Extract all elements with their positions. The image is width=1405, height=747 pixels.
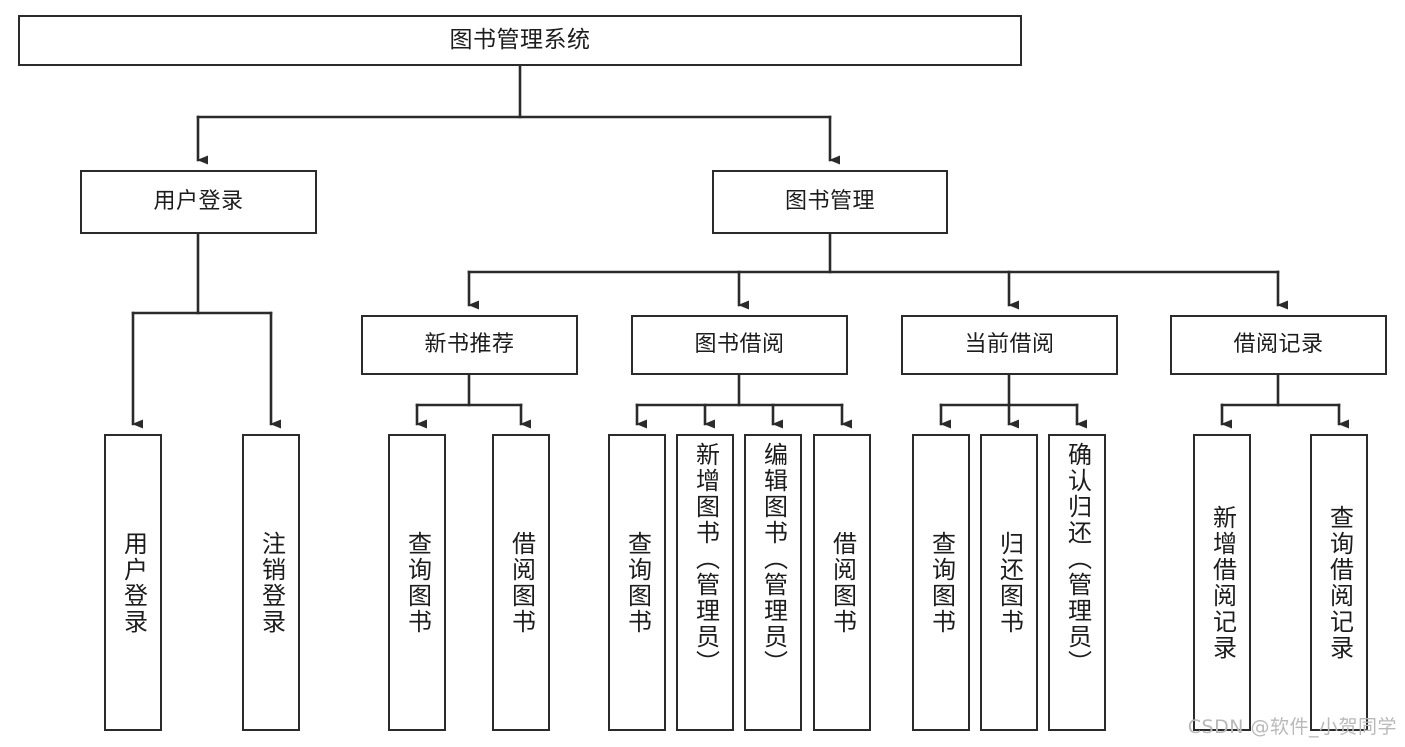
node-leaf-query-borrow-record[interactable]: 查询借阅记录 xyxy=(1310,434,1368,731)
node-label: 新书推荐 xyxy=(424,332,515,358)
node-leaf-confirm-return-admin[interactable]: 确认归还（管理员） xyxy=(1048,434,1106,731)
node-label: 借阅图书 xyxy=(507,530,536,635)
node-leaf-query-book-borrow[interactable]: 查询图书 xyxy=(608,434,666,731)
node-leaf-add-book-admin[interactable]: 新增图书（管理员） xyxy=(676,434,734,731)
node-label: 用户登录 xyxy=(153,189,244,215)
node-leaf-query-book-recommend[interactable]: 查询图书 xyxy=(388,434,446,731)
node-label: 归还图书 xyxy=(995,530,1024,635)
node-new-book-recommend[interactable]: 新书推荐 xyxy=(361,315,578,375)
node-label: 新增借阅记录 xyxy=(1208,504,1237,661)
node-label: 借阅图书 xyxy=(828,530,857,635)
node-label: 编辑图书（管理员） xyxy=(759,442,788,676)
node-leaf-return-book[interactable]: 归还图书 xyxy=(980,434,1038,731)
node-borrow-record[interactable]: 借阅记录 xyxy=(1170,315,1387,375)
node-label: 新增图书（管理员） xyxy=(691,442,720,676)
csdn-watermark: CSDN @软件_小贺同学 xyxy=(1187,716,1397,738)
node-label: 图书管理 xyxy=(784,189,875,215)
node-leaf-query-book-current[interactable]: 查询图书 xyxy=(912,434,970,731)
node-leaf-edit-book-admin[interactable]: 编辑图书（管理员） xyxy=(744,434,802,731)
node-label: 图书管理系统 xyxy=(449,27,591,54)
node-label: 图书借阅 xyxy=(694,332,785,358)
node-label: 确认归还（管理员） xyxy=(1063,442,1092,676)
node-current-borrow[interactable]: 当前借阅 xyxy=(901,315,1118,375)
node-label: 查询图书 xyxy=(403,530,432,635)
node-label: 查询借阅记录 xyxy=(1325,504,1354,661)
node-label: 用户登录 xyxy=(119,530,148,635)
node-book-borrow[interactable]: 图书借阅 xyxy=(631,315,848,375)
node-label: 查询图书 xyxy=(927,530,956,635)
node-leaf-user-login[interactable]: 用户登录 xyxy=(104,434,162,731)
node-root-book-management-system[interactable]: 图书管理系统 xyxy=(18,15,1022,66)
node-user-login[interactable]: 用户登录 xyxy=(80,170,317,234)
node-label: 注销登录 xyxy=(257,530,286,635)
node-leaf-borrow-book[interactable]: 借阅图书 xyxy=(813,434,871,731)
node-label: 查询图书 xyxy=(623,530,652,635)
node-label: 借阅记录 xyxy=(1233,332,1324,358)
node-book-management[interactable]: 图书管理 xyxy=(712,170,948,234)
node-leaf-add-borrow-record[interactable]: 新增借阅记录 xyxy=(1193,434,1251,731)
node-leaf-logout[interactable]: 注销登录 xyxy=(242,434,300,731)
node-label: 当前借阅 xyxy=(964,332,1055,358)
node-leaf-borrow-book-recommend[interactable]: 借阅图书 xyxy=(492,434,550,731)
